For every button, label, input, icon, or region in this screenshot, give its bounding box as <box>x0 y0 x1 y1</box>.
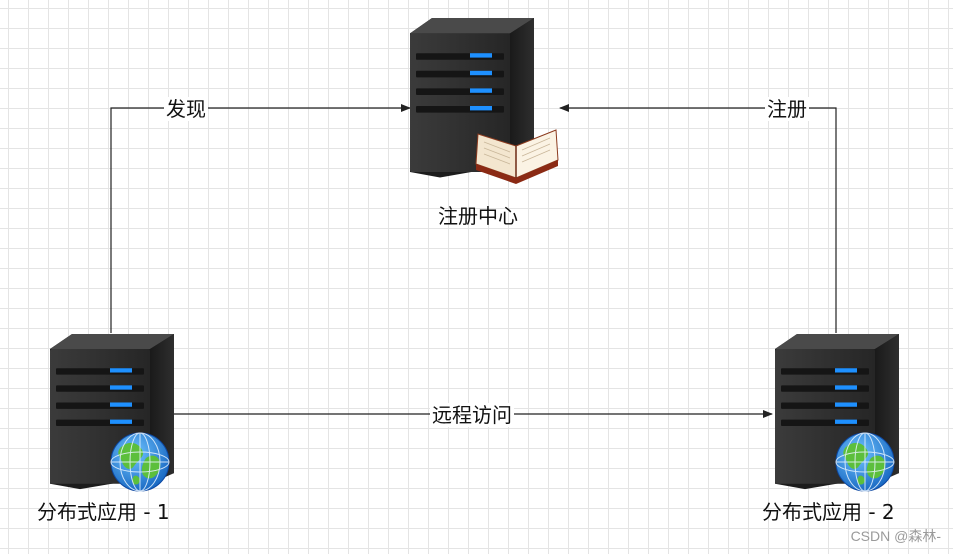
registry-server-icon[interactable] <box>410 18 559 185</box>
edge-register <box>559 104 837 333</box>
edge-label-register: 注册 <box>765 97 809 121</box>
edge-discover <box>110 104 411 333</box>
app1-server-icon[interactable] <box>50 334 174 492</box>
app2-server-icon[interactable] <box>775 334 899 492</box>
globe-icon <box>835 432 895 492</box>
node-label-app2: 分布式应用 - 2 <box>762 500 895 524</box>
watermark: CSDN @森林- <box>850 528 941 544</box>
node-label-registry: 注册中心 <box>438 204 518 228</box>
globe-icon <box>110 432 170 492</box>
node-label-app1: 分布式应用 - 1 <box>37 500 170 524</box>
edge-label-discover: 发现 <box>164 97 208 121</box>
edge-label-remote-call: 远程访问 <box>430 403 514 427</box>
